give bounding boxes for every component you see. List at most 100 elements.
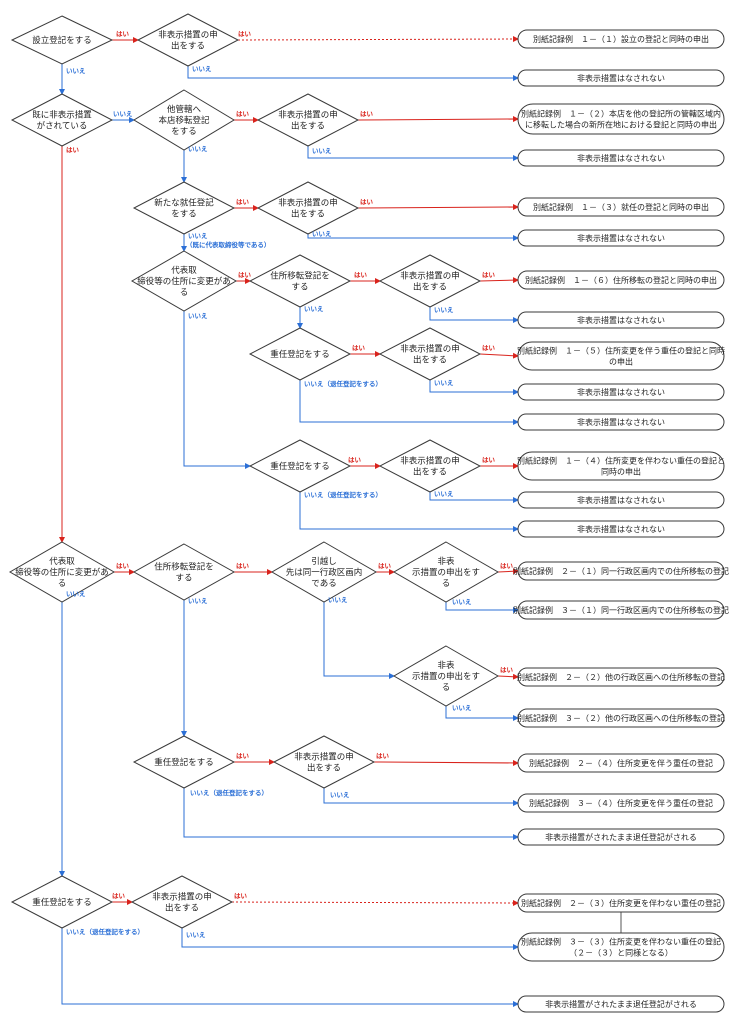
branch-note: （既に代表取締役等である） xyxy=(186,240,270,249)
decision-d4 xyxy=(132,181,236,235)
terminal-label: 非表示措置はなされない xyxy=(577,387,665,397)
terminal-t8 xyxy=(517,311,725,329)
connector-no xyxy=(429,492,519,503)
decision-label: 先は同一行政区画内 xyxy=(286,567,363,578)
terminal-label: 別紙記録例 ２－（３）住所変更を伴わない重任の登記 xyxy=(521,898,721,908)
terminal-label: 非表示措置がされたまま退任登記がされる xyxy=(545,832,697,842)
no-label: いいえ xyxy=(188,311,208,320)
yes-label: はい xyxy=(482,456,496,464)
connector-yes xyxy=(373,759,519,766)
yes-label: はい xyxy=(112,892,126,900)
decision-label: 出をする xyxy=(171,41,205,52)
decision-label: る xyxy=(442,579,451,589)
branch-note: いいえ（退任登記をする） xyxy=(304,490,382,499)
terminal-t22 xyxy=(517,893,725,913)
terminal-t19 xyxy=(517,753,725,773)
yes-label: はい xyxy=(234,892,248,900)
yes-label: はい xyxy=(352,344,366,352)
terminal-t17 xyxy=(517,667,725,687)
decision-label: 非表示措置の申 xyxy=(152,892,212,903)
decision-label: する xyxy=(291,283,308,293)
branch-labels: はいはいいいえいいえいいえはいはいいいえいいえはいはいいいえいいえ（既に代表取締… xyxy=(66,30,514,939)
no-label: いいえ xyxy=(113,109,133,118)
decision-label: 住所移転登記を xyxy=(154,562,214,573)
decision-label: をする xyxy=(171,210,197,220)
decision-label: 非表示措置の申 xyxy=(400,456,460,467)
decision-label: 示措置の申出をす xyxy=(412,671,480,682)
decision-label: 出をする xyxy=(291,209,325,220)
terminal-t16 xyxy=(517,600,725,620)
branch-note: いいえ（退任登記をする） xyxy=(190,788,268,797)
decision-label: 締役等の住所に変更があ xyxy=(137,276,231,287)
decision-d3a xyxy=(256,93,360,147)
connector-no xyxy=(429,380,519,395)
decision-label: 代表取 xyxy=(171,265,197,276)
yes-label: はい xyxy=(116,30,130,38)
connector-yes xyxy=(479,352,519,359)
decision-d5a xyxy=(248,254,352,308)
terminal-t11 xyxy=(517,413,725,431)
no-label: いいえ xyxy=(188,144,208,153)
no-label: いいえ xyxy=(66,589,86,598)
yes-label: はい xyxy=(236,198,250,206)
decision-label: 非表示措置の申 xyxy=(158,30,218,41)
decision-d8a xyxy=(272,735,376,789)
yes-label: はい xyxy=(238,30,252,38)
decision-label: 重任登記をする xyxy=(32,897,92,908)
decision-label: 非表示措置の申 xyxy=(294,752,354,763)
decision-label: 住所移転登記を xyxy=(270,271,330,282)
terminal-label: 別紙記録例 ２－（１）同一行政区画内での住所移転の登記 xyxy=(513,566,729,576)
terminal-label: 非表示措置はなされない xyxy=(577,315,665,325)
connector-no xyxy=(299,492,519,532)
decision-label: 出をする xyxy=(165,903,199,914)
decision-d5b xyxy=(378,254,482,308)
yes-label: はい xyxy=(236,110,250,118)
terminal-t24 xyxy=(517,995,725,1013)
terminal-label: 別紙記録例 ２－（４）住所変更を伴う重任の登記 xyxy=(529,758,713,768)
decision-d7a xyxy=(132,543,236,601)
connector-no xyxy=(307,234,519,241)
connector-yes xyxy=(357,204,519,211)
yes-label: はい xyxy=(66,146,80,154)
decision-d5d xyxy=(378,439,482,493)
connector-yes xyxy=(497,673,519,680)
decision-d8 xyxy=(132,735,236,789)
terminal-label: 別紙記録例 ３－（４）住所変更を伴う重任の登記 xyxy=(529,798,713,808)
connector-no xyxy=(307,146,519,161)
yes-label: はい xyxy=(500,562,514,570)
terminal-t9 xyxy=(517,341,725,371)
terminal-label: 非表示措置はなされない xyxy=(577,153,665,163)
decision-label: 非表 xyxy=(437,660,455,671)
connector-yes xyxy=(237,36,519,43)
terminal-t18 xyxy=(517,708,725,728)
terminal-label: 別紙記録例 ３－（１）同一行政区画内での住所移転の登記 xyxy=(513,605,729,615)
decision-d4a xyxy=(256,181,360,235)
decision-label: 出をする xyxy=(413,355,447,366)
decision-label: する xyxy=(175,574,192,584)
branch-note: いいえ（退任登記をする） xyxy=(304,379,382,388)
decision-d1a xyxy=(136,13,240,67)
decision-label: 本店移転登記 xyxy=(158,115,210,126)
terminal-t2 xyxy=(517,69,725,87)
decision-d6a xyxy=(378,327,482,381)
terminal-label: 非表示措置はなされない xyxy=(577,233,665,243)
connector-no xyxy=(429,307,519,323)
decision-label: 出をする xyxy=(307,763,341,774)
decision-label: 新たな就任登記 xyxy=(154,198,214,209)
decision-label: 非表示措置の申 xyxy=(400,344,460,355)
yes-label: はい xyxy=(360,110,374,118)
decision-label: 引越し xyxy=(311,556,337,567)
terminal-label: （２－（３）と同様となる） xyxy=(569,948,673,958)
decision-label: 重任登記をする xyxy=(270,349,330,360)
decision-label: 出をする xyxy=(413,282,447,293)
terminal-label: 同時の申出 xyxy=(601,467,641,477)
yes-label: はい xyxy=(116,562,130,570)
connector-no xyxy=(183,311,251,469)
connector-no xyxy=(323,602,395,679)
decision-d2 xyxy=(10,93,114,147)
connector-no xyxy=(445,706,519,721)
terminal-label: 非表示措置はなされない xyxy=(577,524,665,534)
terminal-t20 xyxy=(517,793,725,813)
terminal-label: 別紙記録例 １－（６）住所移転の登記と同時の申出 xyxy=(525,275,717,285)
no-label: いいえ xyxy=(312,229,332,238)
